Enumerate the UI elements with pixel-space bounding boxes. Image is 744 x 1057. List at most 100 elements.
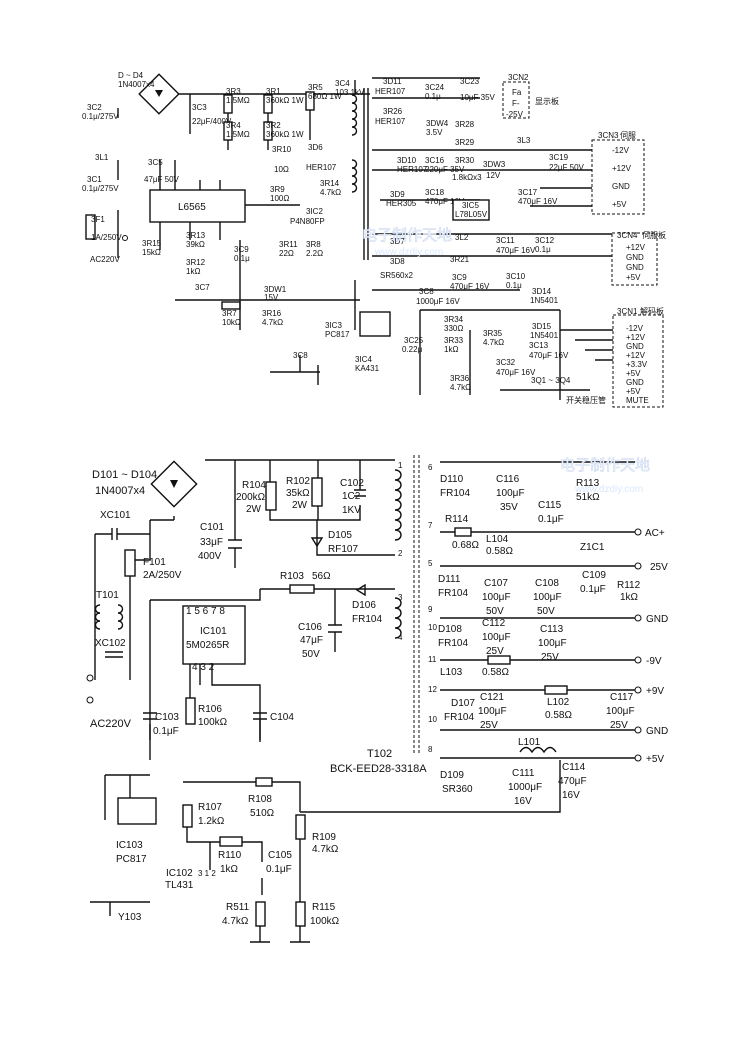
bottom-ground-symbols [250,926,310,943]
top-r13-ref: 3R13 [186,231,206,240]
bottom-y103: Y103 [118,912,142,923]
top-c19-ref: 3C19 [549,153,569,162]
top-r33-val: 1kΩ [444,345,458,354]
bottom-c111-val1: 1000μF [508,782,542,793]
top-schematic: D ~ D4 1N4007x4 3C2 0.1μ/275V 3L1 3C1 0.… [82,71,666,408]
top-bridge-type: 1N4007x4 [118,80,155,89]
top-zd-val: 15V [264,293,279,302]
bottom-l103-val: 0.58Ω [482,667,509,678]
top-r16-ref: 3R16 [262,309,282,318]
top-dw4-ref: 3DW4 [426,119,449,128]
bottom-m9v-label: -9V [646,656,662,667]
cn1-title: 解码板 [640,306,664,316]
top-cx2-ref: 3C2 [87,103,102,112]
bottom-pin-r2: 7 [428,521,433,530]
top-r26-val: HER107 [375,117,406,126]
bottom-d106-ref: D106 [352,600,376,611]
bottom-r102-val1: 35kΩ [286,488,310,499]
top-r11-val: 22Ω [279,249,294,258]
top-d8-ref: 3D8 [390,257,405,266]
bottom-z101: Z1C1 [580,542,605,553]
bottom-c121-val2: 25V [480,720,498,731]
bottom-c108-val2: 50V [537,606,555,617]
bottom-pin-r4: 9 [428,605,433,614]
top-c23-val: 10μF 35V [460,93,496,102]
bottom-r103-ref: R103 [280,571,304,582]
top-regulator-wires [419,309,561,400]
cn1-pin-7: GND [626,378,644,387]
bottom-l102-val: 0.58Ω [545,710,572,721]
bottom-ic101-pins-top: 1 5 6 7 8 [186,606,225,617]
top-c16-ref: 3C16 [425,156,445,165]
top-d7-ref: 3D7 [390,237,405,246]
top-bottom-cap [270,355,320,385]
watermark-bottom-url: www.dzdiy.com [574,484,643,495]
top-c24-ref: 3C24 [425,83,445,92]
top-d9-ref: 3D9 [390,190,405,199]
top-connector-cn2: 3CN2 显示板 Fa F- -25V [502,73,559,119]
cn3-pin-3: GND [612,182,630,191]
top-cx1-val: 0.1μ/275V [82,184,119,193]
bottom-d108: D108 [438,624,462,635]
top-r36-val: 4.7kΩ [450,383,471,392]
cn1-pin-3: GND [626,342,644,351]
top-c19-val: 22μF 50V [549,163,585,172]
bottom-pin-r8: 10 [428,715,437,724]
bottom-9v-label: +9V [646,686,664,697]
cn2-pin-3: -25V [506,110,524,119]
top-r7-ref: 3R7 [222,309,237,318]
top-fuse [85,214,96,240]
cn1-pin-2: +12V [626,333,646,342]
bottom-r108-val: 510Ω [250,808,275,819]
bottom-ic101-pins-bot: 4 3 2 [192,662,215,673]
bottom-gnd1-label: GND [646,614,668,625]
bottom-c103-c104-plates [143,712,267,742]
bottom-c101-val2: 400V [198,551,222,562]
top-r34-ref: 3R34 [444,315,464,324]
top-r2-ref: 3R2 [266,121,281,130]
bottom-c107-val1: 100μF [482,592,511,603]
bottom-tl-pins: 3 1 2 [198,869,216,878]
bottom-r107 [182,804,193,828]
bottom-9v-terminal [634,686,642,694]
top-d14-val: 1N5401 [530,296,559,305]
top-connector-wires [530,149,613,361]
top-d8-val: SR560x2 [380,271,413,280]
top-c9b-ref: 3C9 [452,273,467,282]
bottom-t102-val: BCK-EED28-3318A [330,763,427,775]
bottom-ic101-val: 5M0265R [186,640,229,651]
bottom-d109-val: SR360 [442,784,473,795]
bottom-l102-symbol [544,685,568,695]
top-r16-val: 4.7kΩ [262,318,283,327]
top-r35-ref: 3R35 [483,329,503,338]
top-r4 [223,121,233,141]
cn1-pin-8: +5V [626,387,641,396]
top-c17-val: 470μF 16V [518,197,558,206]
cn4-pin-4: +5V [626,273,641,282]
bottom-gnd2-terminal [634,726,642,734]
bottom-pin-r7: 12 [428,685,437,694]
top-c16-val: 220μF 35V [425,165,465,174]
bottom-c106-val2: 50V [302,649,320,660]
top-ac-terminal [122,235,128,241]
top-r7-val: 10kΩ [222,318,241,327]
cn3-pin-2: +12V [612,164,632,173]
bottom-fuse [124,549,136,577]
bottom-c106: C106 [298,622,322,633]
bottom-schematic: D101 ~ D104 1N4007x4 XC101 F101 2A/250V … [86,455,668,943]
top-dw3-ref: 3DW3 [483,160,506,169]
top-r3-val: 1.5MΩ [226,96,250,105]
top-cx2-val: 0.1μ/275V [82,112,119,121]
bottom-pin-l1: 1 [398,461,403,470]
top-d14-ref: 3D14 [532,287,552,296]
top-d15-val: 1N5401 [530,331,559,340]
bottom-c103-val: 0.1μF [153,726,179,737]
bottom-c106-val1: 47μF [300,635,323,646]
bottom-ic102: IC102 [166,868,193,879]
bottom-c104: C104 [270,712,294,723]
top-oc-ref: 3IC3 [325,321,342,330]
top-fuse-val: 1A/250V [91,233,122,242]
top-switch-label: 3Q1 ~ 3Q4 [531,376,571,385]
top-c3-val: 22μF/400V [192,117,232,126]
bottom-bridge-ref: D101 ~ D104 [92,469,157,481]
